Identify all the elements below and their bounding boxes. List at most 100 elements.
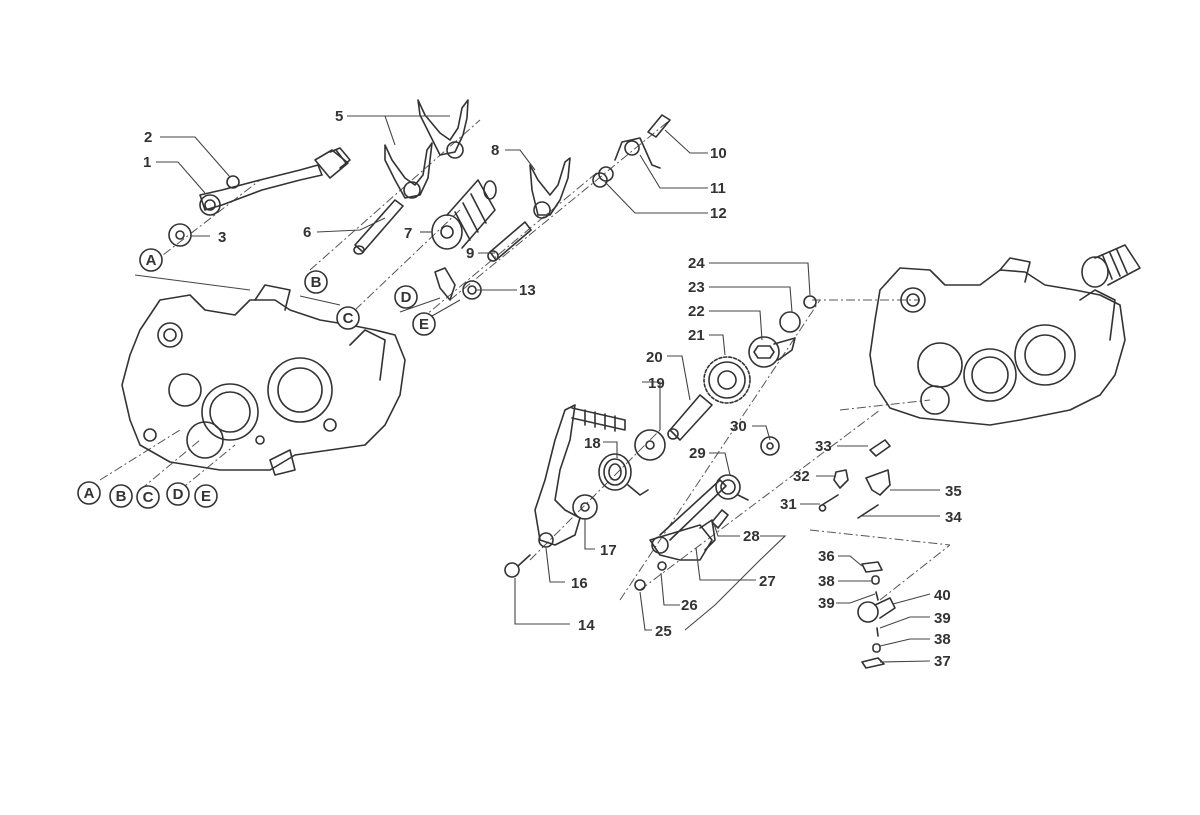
circlip-23 bbox=[779, 311, 801, 333]
svg-text:C: C bbox=[143, 489, 154, 506]
svg-text:A: A bbox=[146, 252, 157, 269]
label-7: 7 bbox=[404, 225, 412, 242]
cover-36 bbox=[861, 561, 883, 573]
reference-letters-top: A B C D E bbox=[139, 248, 436, 336]
kick-pawl-27 bbox=[649, 479, 727, 561]
svg-text:B: B bbox=[116, 488, 127, 505]
label-27: 27 bbox=[759, 573, 776, 590]
shaft-9 bbox=[487, 221, 532, 262]
pin-28 bbox=[711, 509, 729, 529]
label-11: 11 bbox=[710, 180, 726, 197]
spring-11 bbox=[614, 137, 661, 169]
label-18: 18 bbox=[584, 435, 601, 452]
label-24: 24 bbox=[688, 255, 705, 272]
label-6: 6 bbox=[303, 224, 311, 241]
ref-d-bottom: D bbox=[166, 482, 190, 506]
part-labels: 1 2 3 5 6 7 8 9 10 11 12 13 14 16 17 18 … bbox=[143, 108, 962, 670]
reference-letters-bottom: A B C D E bbox=[77, 481, 218, 509]
washer-3 bbox=[168, 223, 192, 247]
label-3: 3 bbox=[218, 229, 226, 246]
svg-text:C: C bbox=[343, 310, 354, 327]
shaft-6 bbox=[353, 199, 404, 255]
ref-d-top: D bbox=[394, 285, 418, 309]
svg-text:D: D bbox=[401, 289, 412, 306]
nut-25 bbox=[634, 579, 646, 591]
svg-text:A: A bbox=[84, 485, 95, 502]
bolt-10 bbox=[647, 114, 671, 138]
leader-lines bbox=[134, 115, 940, 663]
shift-drum-right bbox=[1081, 244, 1141, 288]
label-12: 12 bbox=[710, 205, 727, 222]
plug-38-lower bbox=[872, 643, 881, 653]
screw-31 bbox=[818, 494, 839, 512]
label-16: 16 bbox=[571, 575, 588, 592]
svg-text:B: B bbox=[311, 274, 322, 291]
label-1: 1 bbox=[143, 154, 151, 171]
label-39b: 39 bbox=[934, 610, 951, 627]
bolt-34 bbox=[857, 504, 879, 519]
label-31: 31 bbox=[780, 496, 797, 513]
ref-b-bottom: B bbox=[109, 484, 133, 508]
bush-12 bbox=[592, 166, 614, 188]
label-23: 23 bbox=[688, 279, 705, 296]
shift-drum-7 bbox=[431, 179, 497, 250]
ref-c-bottom: C bbox=[136, 485, 160, 509]
bracket-35 bbox=[865, 469, 891, 496]
label-25: 25 bbox=[655, 623, 672, 640]
right-crankcase bbox=[869, 257, 1126, 426]
shift-forks bbox=[384, 99, 469, 199]
label-2: 2 bbox=[144, 129, 152, 146]
svg-text:E: E bbox=[201, 488, 211, 505]
label-38b: 38 bbox=[934, 631, 951, 648]
label-33: 33 bbox=[815, 438, 832, 455]
label-19: 19 bbox=[648, 375, 665, 392]
label-28: 28 bbox=[743, 528, 760, 545]
label-20: 20 bbox=[646, 349, 663, 366]
label-30: 30 bbox=[730, 418, 747, 435]
label-13: 13 bbox=[519, 282, 536, 299]
ref-b-top: B bbox=[304, 270, 328, 294]
label-9: 9 bbox=[466, 245, 474, 262]
label-29: 29 bbox=[689, 445, 706, 462]
label-14: 14 bbox=[578, 617, 595, 634]
washer-26 bbox=[657, 561, 667, 571]
ratchet-22 bbox=[748, 336, 796, 368]
gear-shift-lever bbox=[199, 147, 351, 216]
bush-30 bbox=[760, 436, 780, 456]
washer-19 bbox=[634, 429, 666, 461]
ref-e-bottom: E bbox=[194, 484, 218, 508]
switch-33 bbox=[869, 439, 891, 457]
circlip-24 bbox=[803, 295, 817, 309]
spring-29 bbox=[715, 474, 749, 501]
label-34: 34 bbox=[945, 509, 962, 526]
selector-13 bbox=[434, 267, 482, 301]
label-37: 37 bbox=[934, 653, 951, 670]
label-5: 5 bbox=[335, 108, 343, 125]
label-35: 35 bbox=[945, 483, 962, 500]
label-8: 8 bbox=[491, 142, 499, 159]
label-40: 40 bbox=[934, 587, 951, 604]
label-38a: 38 bbox=[818, 573, 835, 590]
svg-text:D: D bbox=[173, 486, 184, 503]
plate-32 bbox=[833, 469, 849, 489]
left-crankcase bbox=[121, 284, 406, 476]
label-36: 36 bbox=[818, 548, 835, 565]
label-26: 26 bbox=[681, 597, 698, 614]
label-32: 32 bbox=[793, 468, 810, 485]
assembly-axes bbox=[99, 119, 951, 601]
kick-gear-21 bbox=[703, 356, 751, 404]
label-21: 21 bbox=[688, 327, 705, 344]
kickstart-lever bbox=[534, 404, 626, 548]
ref-c-top: C bbox=[336, 306, 360, 330]
washer-17 bbox=[572, 494, 598, 520]
cover-37 bbox=[861, 657, 885, 669]
spring-18 bbox=[598, 453, 649, 496]
spring-39-lower bbox=[876, 627, 879, 637]
label-22: 22 bbox=[688, 303, 705, 320]
circlip-2 bbox=[226, 175, 240, 189]
label-17: 17 bbox=[600, 542, 617, 559]
ref-e-top: E bbox=[412, 312, 436, 336]
plug-38-upper bbox=[871, 575, 880, 585]
bolt-14 bbox=[504, 554, 531, 578]
